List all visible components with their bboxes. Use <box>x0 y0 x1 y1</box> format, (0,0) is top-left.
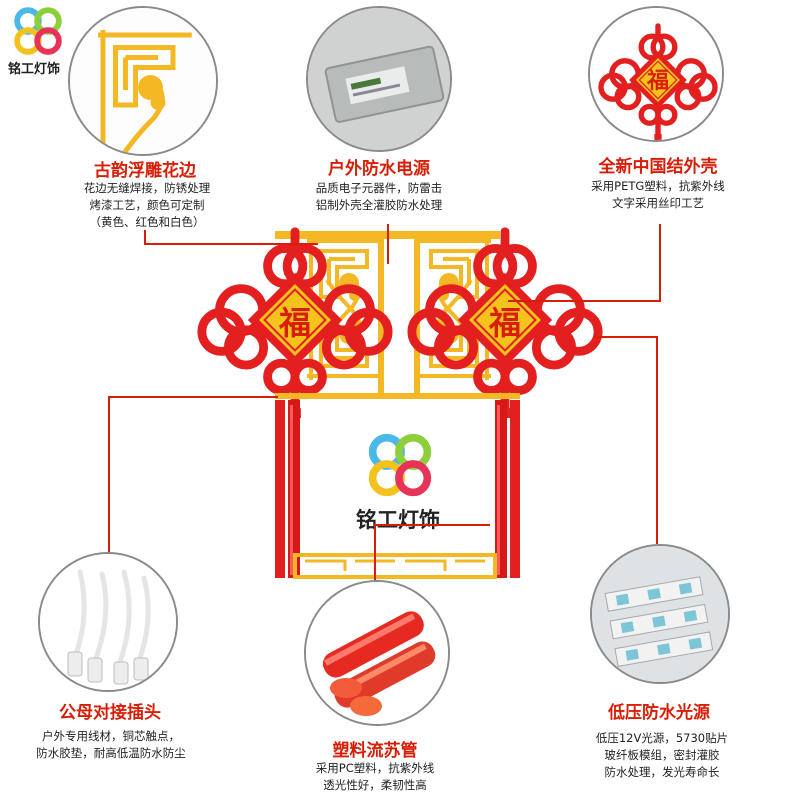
pointer-carving-h <box>144 243 318 245</box>
power-description: 品质电子元器件，防雷击 铝制外壳全灌胶防水处理 <box>315 181 443 212</box>
connector-title: 公母对接插头 <box>59 703 161 723</box>
pointer-connector-v <box>108 396 110 564</box>
carving-detail-image <box>68 6 218 156</box>
connector-description: 户外专用线材，铜芯触点， 防水胶垫，耐高低温防水防尘 <box>36 729 186 760</box>
pointer-connector-h <box>108 396 278 398</box>
power-supply-image <box>306 6 452 152</box>
tassel-description: 采用PC塑料，抗紫外线 透光性好，柔韧性高 <box>315 761 435 792</box>
led-description: 低压12V光源，5730贴片 玻纤板模组，密封灌胶 防水处理，发光寿命长 <box>595 731 729 779</box>
pointer-tassel-h <box>374 524 490 526</box>
pointer-shell-v <box>659 224 661 302</box>
led-title: 低压防水光源 <box>608 703 710 723</box>
power-title: 户外防水电源 <box>328 159 430 179</box>
left-tassel <box>275 400 300 578</box>
shell-fu-char: 福 <box>646 68 669 94</box>
pointer-power-v <box>387 224 389 264</box>
led-module-image <box>590 544 730 684</box>
right-fu-char: 福 <box>488 304 521 342</box>
pointer-led-v <box>656 336 658 544</box>
brand-name-top: 铭工灯饰 <box>8 62 61 77</box>
carving-description: 花边无缝焊接，防锈处理 烤漆工艺，颜色可定制 （黄色、红色和白色） <box>83 181 211 229</box>
shell-title: 全新中国结外壳 <box>598 157 718 177</box>
tassel-title: 塑料流苏管 <box>332 741 418 761</box>
right-tassel <box>495 400 520 578</box>
shell-description: 采用PETG塑料，抗紫外线 文字采用丝印工艺 <box>591 179 725 210</box>
pointer-carving-v <box>144 230 146 244</box>
pointer-tassel-v <box>374 524 376 584</box>
brand-name-center: 铭工灯饰 <box>356 508 440 532</box>
center-logo <box>355 430 445 500</box>
left-fu-char: 福 <box>278 304 311 342</box>
carving-title: 古韵浮雕花边 <box>94 161 196 181</box>
product-illustration: 福 福 <box>195 225 615 579</box>
knot-shell-image: 福 <box>588 6 724 142</box>
brand-logo <box>8 6 68 56</box>
tassel-tube-image <box>304 580 450 726</box>
bottom-fretwork-bar <box>293 553 497 579</box>
connector-plug-image <box>38 552 178 692</box>
pointer-led-h <box>594 336 658 338</box>
pointer-shell-h <box>508 300 660 302</box>
